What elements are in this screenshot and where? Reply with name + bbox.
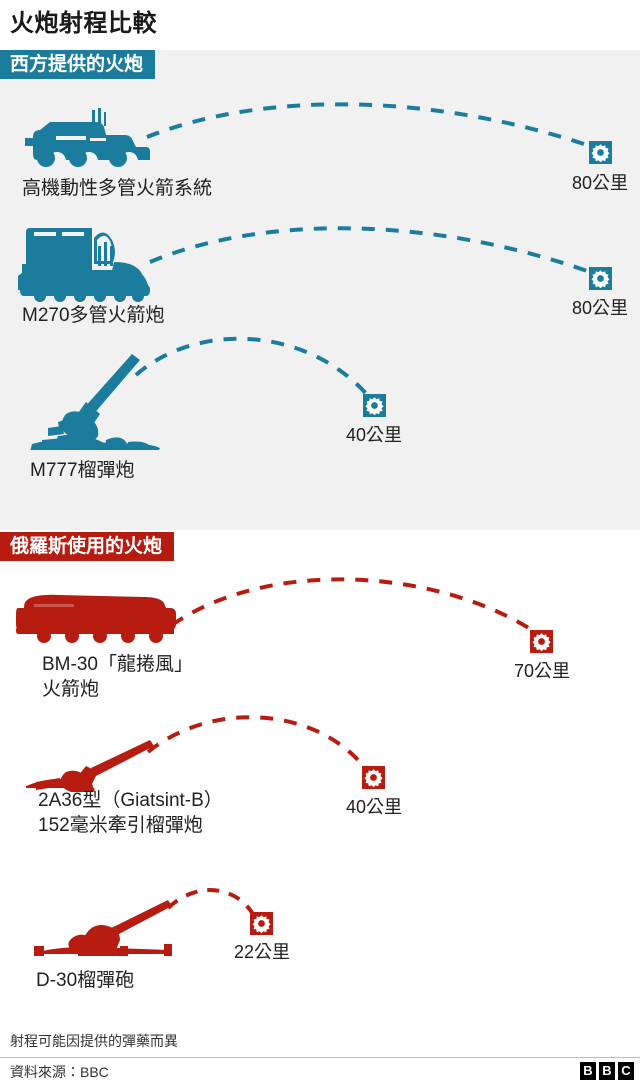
himars-silhouette (20, 108, 150, 170)
weapon-label-m270: M270多管火箭炮 (22, 305, 165, 326)
impact-marker-m270 (589, 267, 612, 290)
bbc-logo-letter-2: B (599, 1062, 615, 1080)
weapon-label-m777: M777榴彈炮 (30, 460, 135, 481)
bm30-silhouette (16, 592, 176, 644)
range-label-himars: 80公里 (571, 173, 629, 193)
bbc-logo-letter-1: B (580, 1062, 596, 1080)
impact-marker-d30 (250, 912, 273, 935)
range-label-m270: 80公里 (571, 298, 629, 318)
range-label-d30: 22公里 (233, 942, 291, 962)
source-credit: 資料來源：BBC (10, 1064, 109, 1080)
weapon-label-himars: 高機動性多管火箭系統 (22, 178, 213, 199)
impact-marker-bm30 (530, 630, 553, 653)
artillery-2a36-silhouette (26, 740, 156, 792)
section-header-west: 西方提供的火炮 (0, 50, 156, 79)
m270-silhouette (18, 224, 153, 304)
weapon-label-2a36: 2A36型（Giatsint-B） 152毫米牽引榴彈炮 (38, 790, 223, 836)
section-header-russia: 俄羅斯使用的火炮 (0, 532, 175, 561)
d30-silhouette (34, 900, 174, 956)
impact-marker-himars (589, 141, 612, 164)
impact-marker-m777 (363, 394, 386, 417)
bbc-logo-letter-3: C (618, 1062, 634, 1080)
range-label-bm30: 70公里 (513, 661, 571, 681)
footnote: 射程可能因提供的彈藥而異 (10, 1033, 178, 1049)
bbc-logo: B B C (580, 1062, 634, 1080)
m777-silhouette (28, 352, 168, 450)
impact-marker-2a36 (362, 766, 385, 789)
range-label-2a36: 40公里 (345, 797, 403, 817)
footer-divider (0, 1057, 640, 1058)
range-label-m777: 40公里 (345, 425, 403, 445)
weapon-label-d30: D-30榴彈砲 (36, 970, 135, 991)
page-title: 火炮射程比較 (10, 10, 157, 37)
weapon-label-bm30: BM-30「龍捲風」 火箭炮 (42, 654, 193, 700)
